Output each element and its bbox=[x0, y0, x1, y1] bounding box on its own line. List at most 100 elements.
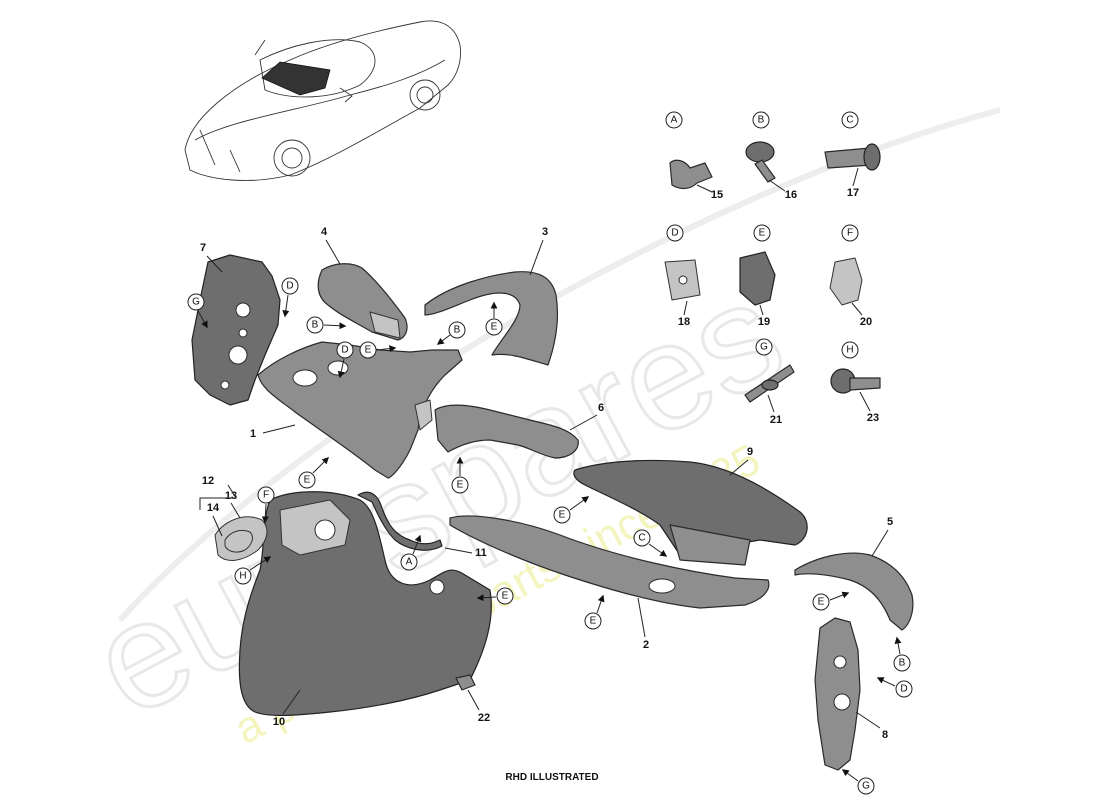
part-number-4: 4 bbox=[321, 226, 328, 238]
callout-e-part10-right: E bbox=[476, 587, 514, 605]
svg-text:E: E bbox=[457, 480, 464, 491]
svg-text:H: H bbox=[846, 345, 853, 356]
svg-text:C: C bbox=[638, 533, 645, 544]
svg-text:E: E bbox=[590, 616, 597, 627]
svg-text:E: E bbox=[818, 597, 825, 608]
fastener-18-clip[interactable] bbox=[664, 259, 701, 301]
fastener-15-screw[interactable] bbox=[669, 159, 713, 190]
part-number-12: 12 bbox=[202, 475, 214, 487]
callout-f: F bbox=[257, 486, 275, 524]
svg-text:B: B bbox=[312, 320, 319, 331]
fastener-ref-b: B bbox=[752, 111, 770, 129]
fastener-20-clip[interactable] bbox=[829, 257, 863, 306]
svg-text:G: G bbox=[760, 342, 768, 353]
part-6-duct[interactable] bbox=[434, 404, 579, 459]
callout-e-part5: E bbox=[812, 591, 850, 611]
fastener-ref-e: E bbox=[753, 224, 771, 242]
callout-b-part5: B bbox=[893, 636, 911, 672]
svg-text:E: E bbox=[304, 475, 311, 486]
svg-text:B: B bbox=[758, 115, 765, 126]
callout-e-part9: E bbox=[553, 496, 590, 524]
diagram-caption: RHD ILLUSTRATED bbox=[505, 772, 598, 783]
callout-a: A bbox=[400, 534, 422, 571]
svg-text:E: E bbox=[502, 591, 509, 602]
part-2-facia-rail[interactable] bbox=[449, 515, 770, 609]
part-number-7: 7 bbox=[200, 242, 206, 254]
fastener-ref-h: H bbox=[841, 341, 859, 359]
fastener-21-rivet[interactable] bbox=[744, 364, 795, 403]
svg-text:E: E bbox=[365, 345, 372, 356]
part-3-binnacle-trim[interactable] bbox=[424, 271, 559, 366]
part-11-trim-strip[interactable] bbox=[357, 491, 443, 551]
svg-text:C: C bbox=[846, 115, 853, 126]
part-number-14: 14 bbox=[207, 502, 220, 514]
callout-d-part1: D bbox=[336, 341, 354, 379]
part-8-side-panel[interactable] bbox=[814, 617, 861, 771]
part-number-21: 21 bbox=[770, 414, 782, 426]
part-9-glovebox-lid[interactable] bbox=[573, 459, 808, 566]
part-number-20: 20 bbox=[860, 316, 872, 328]
callout-e-part3: E bbox=[485, 301, 503, 336]
fastener-ref-g: G bbox=[755, 338, 773, 356]
fastener-17-bolt[interactable] bbox=[824, 143, 881, 171]
svg-text:D: D bbox=[671, 228, 678, 239]
svg-text:F: F bbox=[263, 490, 269, 501]
parts-12-14-clips[interactable] bbox=[214, 516, 268, 561]
fastener-ref-c: C bbox=[841, 111, 859, 129]
part-number-11: 11 bbox=[475, 547, 487, 559]
svg-text:G: G bbox=[862, 781, 870, 792]
car-thumbnail bbox=[184, 20, 461, 181]
callout-g-part8: G bbox=[841, 769, 875, 795]
part-number-8: 8 bbox=[882, 729, 888, 741]
part-number-15: 15 bbox=[711, 189, 723, 201]
part-number-23: 23 bbox=[867, 412, 879, 424]
callout-e-part1: E bbox=[359, 341, 397, 359]
svg-text:D: D bbox=[341, 345, 348, 356]
part-number-2: 2 bbox=[643, 639, 649, 651]
svg-text:A: A bbox=[406, 557, 413, 568]
callout-h: H bbox=[234, 556, 272, 585]
part-number-17: 17 bbox=[847, 187, 859, 199]
part-number-1: 1 bbox=[250, 428, 256, 440]
part-1-centre-console-panel[interactable] bbox=[257, 341, 463, 479]
callout-g-part7: G bbox=[187, 293, 208, 329]
part-number-19: 19 bbox=[758, 316, 770, 328]
fastener-ref-f: F bbox=[841, 224, 859, 242]
callout-e-part10-top: E bbox=[298, 457, 329, 489]
fastener-ref-d: D bbox=[666, 224, 684, 242]
callout-c: C bbox=[633, 529, 668, 557]
callout-b-part4: B bbox=[306, 316, 347, 334]
part-5-end-cap[interactable] bbox=[794, 552, 914, 631]
svg-text:B: B bbox=[454, 325, 461, 336]
svg-text:G: G bbox=[192, 297, 200, 308]
svg-text:E: E bbox=[759, 228, 766, 239]
fastener-ref-a: A bbox=[665, 111, 683, 129]
part-10-knee-bolster[interactable] bbox=[238, 491, 492, 717]
part-4-trim-panel[interactable] bbox=[317, 263, 408, 341]
callout-d-part7: D bbox=[281, 277, 299, 318]
svg-text:H: H bbox=[239, 571, 246, 582]
svg-text:E: E bbox=[559, 510, 566, 521]
part-22-fastener[interactable] bbox=[455, 674, 476, 691]
part-number-3: 3 bbox=[542, 226, 548, 238]
svg-text:F: F bbox=[847, 228, 853, 239]
svg-text:D: D bbox=[900, 684, 907, 695]
part-number-22: 22 bbox=[478, 712, 490, 724]
part-number-9: 9 bbox=[747, 446, 753, 458]
part-number-18: 18 bbox=[678, 316, 690, 328]
svg-text:A: A bbox=[671, 115, 678, 126]
part-number-16: 16 bbox=[785, 189, 797, 201]
callout-d-part8: D bbox=[876, 677, 913, 698]
fastener-16-bolt[interactable] bbox=[745, 141, 776, 183]
part-number-6: 6 bbox=[598, 402, 604, 414]
callout-e-part6: E bbox=[451, 456, 469, 494]
part-7-bracket[interactable] bbox=[191, 254, 281, 406]
callout-e-part2: E bbox=[584, 594, 605, 630]
fastener-23-bolt[interactable] bbox=[830, 368, 881, 394]
part-number-10: 10 bbox=[273, 716, 285, 728]
fastener-19-clip[interactable] bbox=[739, 251, 776, 306]
part-number-13: 13 bbox=[225, 490, 237, 502]
part-number-5: 5 bbox=[887, 516, 893, 528]
callout-b-part1: B bbox=[436, 321, 466, 345]
